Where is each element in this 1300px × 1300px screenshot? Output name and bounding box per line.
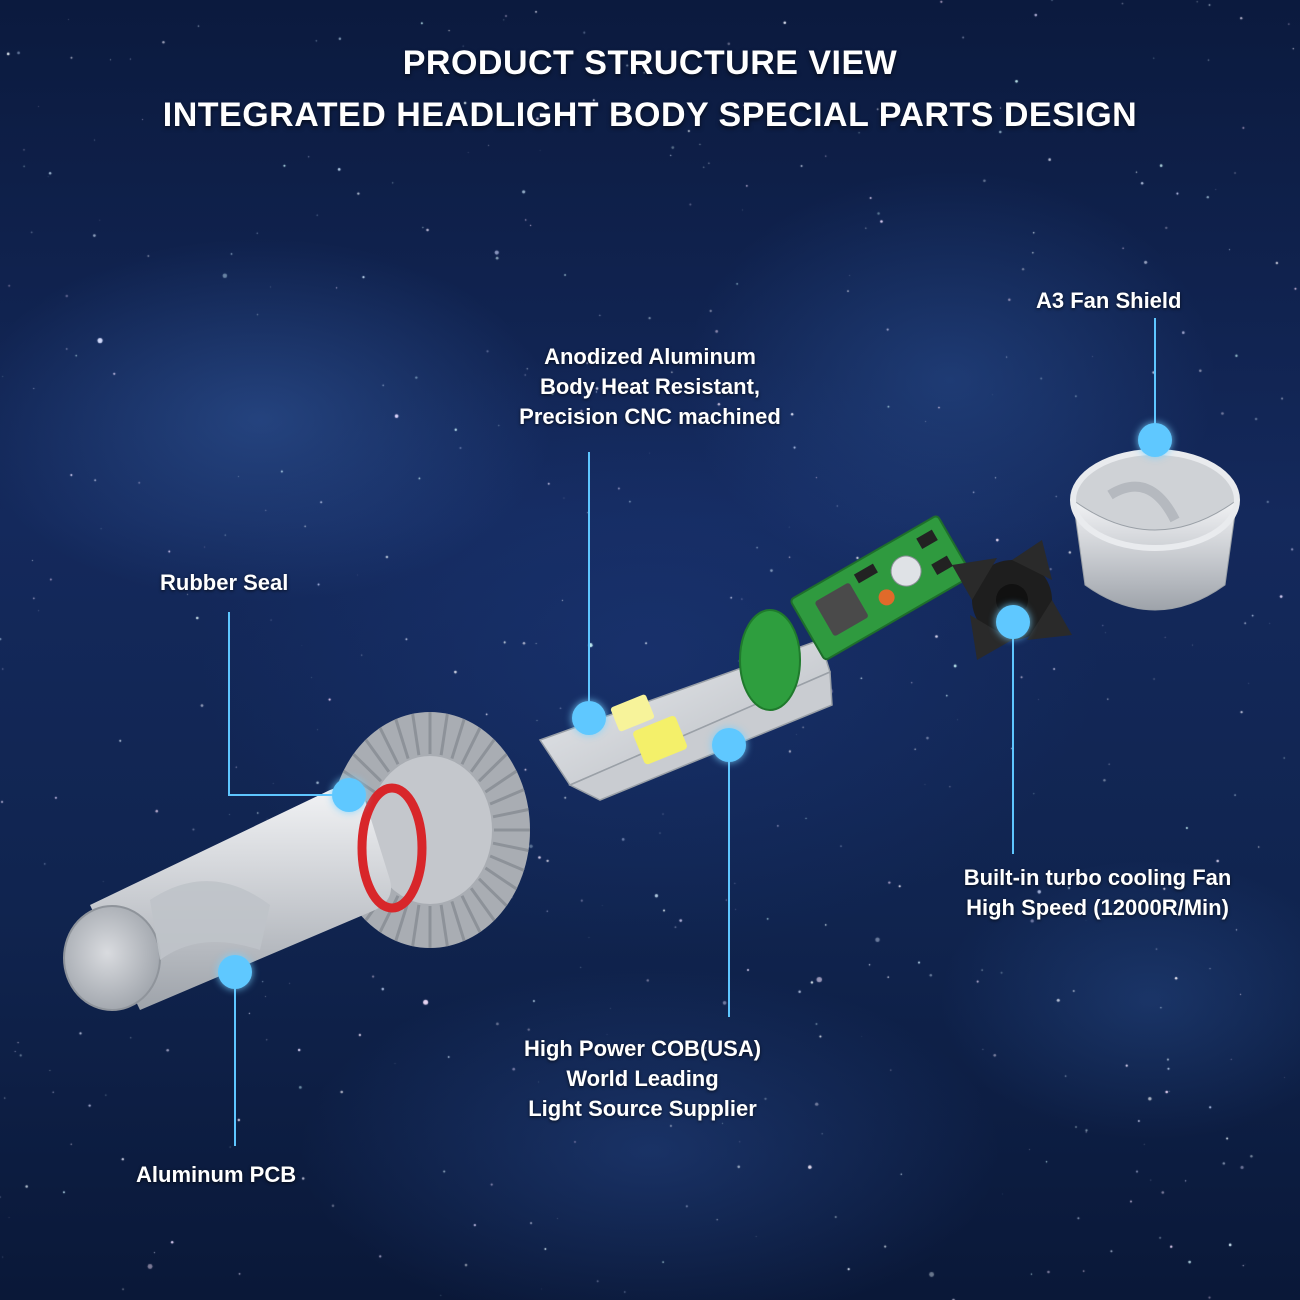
heatsink-fin	[364, 738, 391, 773]
fan-shield	[1070, 449, 1240, 611]
label-cooling-fan: Built-in turbo cooling Fan High Speed (1…	[963, 865, 1232, 920]
heatsink-fin	[489, 854, 525, 872]
leader-aluminum-pcb	[234, 972, 236, 1146]
leader-cooling-fan	[1012, 622, 1014, 854]
pcb-flange	[739, 609, 801, 711]
label-anodized-body: Anodized Aluminum Body Heat Resistant, P…	[519, 344, 781, 429]
heatsink-fin	[450, 718, 466, 760]
heatsink-fin	[394, 718, 410, 760]
heatsink-fin	[450, 900, 466, 942]
heatsink-fin	[469, 887, 496, 922]
leader-rubber-seal-v	[228, 612, 230, 796]
heatsink-fin	[460, 727, 482, 765]
heatsink-fin	[489, 788, 525, 806]
driver-board	[790, 515, 972, 661]
callout-dot-fan-shield	[1138, 423, 1172, 457]
heatsink-fin	[492, 808, 529, 819]
bulb-body	[63, 787, 391, 1011]
rubber-seal-ring	[357, 783, 427, 913]
heatsink-fin	[477, 753, 508, 783]
label-cob-chip: High Power COB(USA) World Leading Light …	[523, 1036, 762, 1121]
label-aluminum-pcb: Aluminum PCB	[136, 1162, 297, 1187]
heatsink-fin	[477, 877, 508, 907]
label-rubber-seal: Rubber Seal	[160, 570, 289, 595]
heatsink-fin	[411, 713, 421, 756]
callout-dot-cooling-fan	[996, 605, 1030, 639]
heatsink-fin	[492, 841, 529, 852]
leader-rubber-seal-h	[228, 794, 350, 796]
page-title: PRODUCT STRUCTURE VIEW	[402, 44, 898, 82]
heatsink-fin	[469, 738, 496, 773]
leader-fan-shield	[1154, 318, 1156, 440]
heatsink-fin	[484, 769, 518, 794]
heatsink-fin	[439, 904, 449, 947]
leader-anodized-body	[588, 452, 590, 718]
label-fan-shield: A3 Fan Shield	[1036, 288, 1182, 313]
cob-led-chip	[633, 715, 687, 765]
heatsink-fin	[484, 866, 518, 891]
heatsink-fin	[411, 904, 421, 947]
callout-dot-anodized-body	[572, 701, 606, 735]
callout-dot-aluminum-pcb	[218, 955, 252, 989]
heatsink-fin	[378, 895, 400, 933]
heatsink-fin	[439, 713, 449, 756]
heatsink-fin	[352, 753, 383, 783]
page-subtitle: INTEGRATED HEADLIGHT BODY SPECIAL PARTS …	[162, 96, 1138, 134]
callout-dot-rubber-seal	[332, 778, 366, 812]
leader-cob-chip	[728, 745, 730, 1017]
heatsink-fin	[394, 900, 410, 942]
heatsink-fin	[460, 895, 482, 933]
callout-dot-cob-chip	[712, 728, 746, 762]
heatsink-fin	[378, 727, 400, 765]
